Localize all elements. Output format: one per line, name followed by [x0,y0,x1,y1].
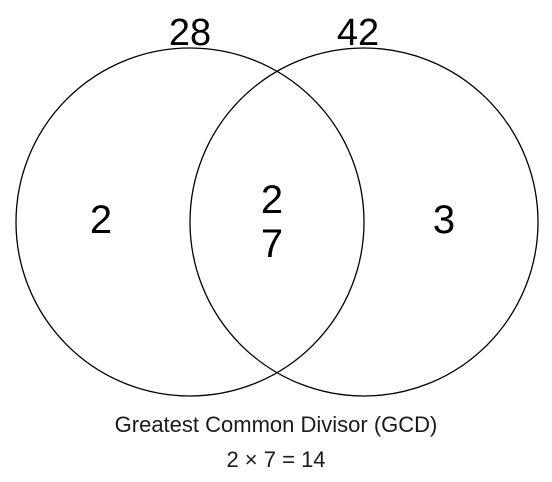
right-circle [189,47,539,397]
caption-equation: 2 × 7 = 14 [226,447,325,472]
left-set-label: 28 [169,12,211,54]
right-only-factor: 3 [433,198,455,242]
intersection-factor-1: 2 [261,178,283,222]
intersection-factor-2: 7 [261,222,283,266]
left-only-factor: 2 [90,198,112,242]
right-set-label: 42 [337,12,379,54]
left-circle [15,47,365,397]
caption-title: Greatest Common Divisor (GCD) [115,412,438,437]
